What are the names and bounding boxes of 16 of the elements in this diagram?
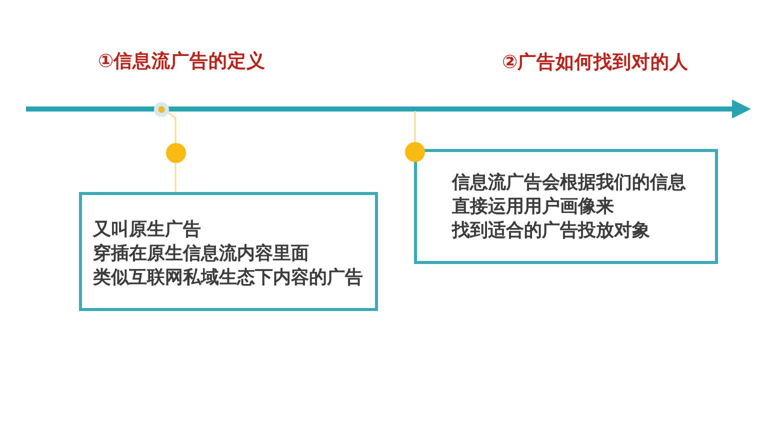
axis-marker: [154, 102, 169, 116]
body-text: 找到适合的广告投放对象: [452, 219, 650, 243]
body-text: 又叫原生广告: [93, 218, 201, 242]
content-panel: [414, 149, 718, 264]
timeline-dot: [405, 142, 425, 162]
body-text: 类似互联网私域生态下内容的广告: [93, 266, 363, 290]
section-heading: ①信息流广告的定义: [98, 51, 266, 73]
content-panel: [79, 192, 378, 311]
section-heading: ②广告如何找到对的人: [502, 52, 689, 74]
connector-line: [414, 111, 416, 142]
connector-line: [168, 112, 176, 143]
connector-line: [174, 163, 176, 192]
body-text: 直接运用用户画像来: [452, 195, 614, 219]
body-text: 信息流广告会根据我们的信息: [452, 171, 686, 195]
body-text: 穿插在原生信息流内容里面: [93, 242, 309, 266]
timeline-dot: [166, 143, 186, 163]
